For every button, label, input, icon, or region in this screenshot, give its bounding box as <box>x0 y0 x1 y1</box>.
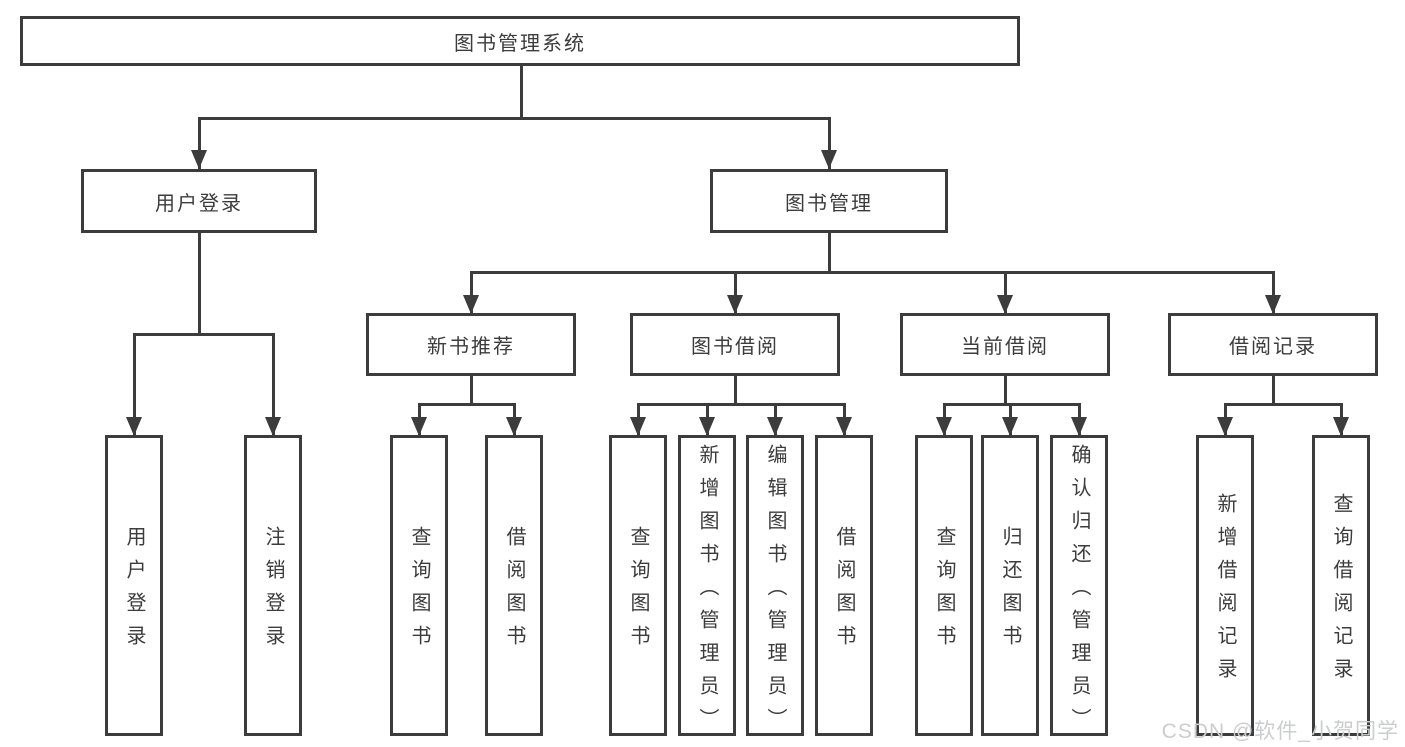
node-logout-leaf: 注销登录 <box>244 435 302 736</box>
connector-line <box>734 376 737 406</box>
node-query-books-recommend: 查询图书 <box>390 435 448 736</box>
arrow-down-icon <box>463 295 479 314</box>
node-current-borrowing: 当前借阅 <box>900 313 1110 376</box>
node-add-borrow-record-label: 新增借阅记录 <box>1214 493 1236 691</box>
arrow-down-icon <box>506 417 522 436</box>
arrow-down-icon <box>936 417 952 436</box>
connector-line <box>828 233 831 274</box>
node-user-login: 用户登录 <box>81 169 317 233</box>
node-query-borrow-record-label: 查询借阅记录 <box>1330 493 1352 691</box>
node-new-book-recommendation: 新书推荐 <box>366 313 576 376</box>
node-root-label: 图书管理系统 <box>454 32 586 55</box>
arrow-down-icon <box>767 417 783 436</box>
node-confirm-return-admin-label: 确认归还（管理员） <box>1068 443 1090 741</box>
node-book-borrowing: 图书借阅 <box>630 313 840 376</box>
node-query-books-current: 查询图书 <box>915 435 973 736</box>
arrow-down-icon <box>727 295 743 314</box>
node-borrow-books-recommend-label: 借阅图书 <box>503 526 525 658</box>
arrow-down-icon <box>630 417 646 436</box>
node-borrow-books-leaf: 借阅图书 <box>815 435 873 736</box>
connector-line <box>418 403 516 406</box>
node-borrowing-records-label: 借阅记录 <box>1229 336 1317 358</box>
connector-line <box>470 376 473 406</box>
connector-line <box>1004 376 1007 406</box>
connector-line <box>637 403 846 406</box>
node-book-management: 图书管理 <box>710 169 948 233</box>
node-user-login-leaf-label: 用户登录 <box>123 526 145 658</box>
watermark: CSDN @软件_小贺同学 <box>1161 720 1399 743</box>
node-logout-leaf-label: 注销登录 <box>262 526 284 658</box>
node-borrowing-records: 借阅记录 <box>1168 313 1378 376</box>
arrow-down-icon <box>1002 417 1018 436</box>
node-add-books-admin-label: 新增图书（管理员） <box>696 443 718 741</box>
arrow-down-icon <box>699 417 715 436</box>
connector-line <box>520 66 523 120</box>
connector-line <box>470 271 1275 274</box>
connector-line <box>198 233 201 335</box>
connector-line <box>198 117 201 169</box>
arrow-down-icon <box>411 417 427 436</box>
connector-line <box>828 117 831 169</box>
arrow-down-icon <box>191 150 207 169</box>
connector-line <box>272 333 275 435</box>
arrow-down-icon <box>836 417 852 436</box>
connector-line <box>1272 271 1275 314</box>
arrow-down-icon <box>1217 417 1233 436</box>
node-add-books-admin: 新增图书（管理员） <box>678 435 736 741</box>
node-query-books-current-label: 查询图书 <box>933 526 955 658</box>
connector-line <box>133 333 136 435</box>
node-book-borrowing-label: 图书借阅 <box>691 336 779 358</box>
node-return-books: 归还图书 <box>981 435 1039 736</box>
connector-line <box>1272 376 1275 406</box>
node-edit-books-admin: 编辑图书（管理员） <box>746 435 804 741</box>
node-user-login-leaf: 用户登录 <box>105 435 163 736</box>
arrow-down-icon <box>1333 417 1349 436</box>
connector-line <box>470 271 473 314</box>
connector-line <box>1224 403 1343 406</box>
node-user-login-label: 用户登录 <box>155 192 243 215</box>
connector-line <box>943 403 1081 406</box>
connector-line <box>133 333 275 336</box>
connector-line <box>734 271 737 314</box>
node-current-borrowing-label: 当前借阅 <box>961 336 1049 358</box>
connector-line <box>1004 271 1007 314</box>
node-root: 图书管理系统 <box>20 16 1020 66</box>
node-book-management-label: 图书管理 <box>785 192 873 215</box>
node-return-books-label: 归还图书 <box>999 526 1021 658</box>
connector-line <box>198 117 831 120</box>
node-new-book-recommendation-label: 新书推荐 <box>427 336 515 358</box>
node-borrow-books-leaf-label: 借阅图书 <box>833 526 855 658</box>
arrow-down-icon <box>126 417 142 436</box>
node-query-books-borrowing: 查询图书 <box>609 435 667 736</box>
node-query-books-recommend-label: 查询图书 <box>408 526 430 658</box>
node-add-borrow-record: 新增借阅记录 <box>1196 435 1254 736</box>
arrow-down-icon <box>265 417 281 436</box>
node-borrow-books-recommend: 借阅图书 <box>485 435 543 736</box>
node-edit-books-admin-label: 编辑图书（管理员） <box>764 443 786 741</box>
node-confirm-return-admin: 确认归还（管理员） <box>1050 435 1108 741</box>
arrow-down-icon <box>821 150 837 169</box>
arrow-down-icon <box>1265 295 1281 314</box>
node-query-borrow-record: 查询借阅记录 <box>1312 435 1370 736</box>
arrow-down-icon <box>997 295 1013 314</box>
node-query-books-borrowing-label: 查询图书 <box>627 526 649 658</box>
arrow-down-icon <box>1071 417 1087 436</box>
